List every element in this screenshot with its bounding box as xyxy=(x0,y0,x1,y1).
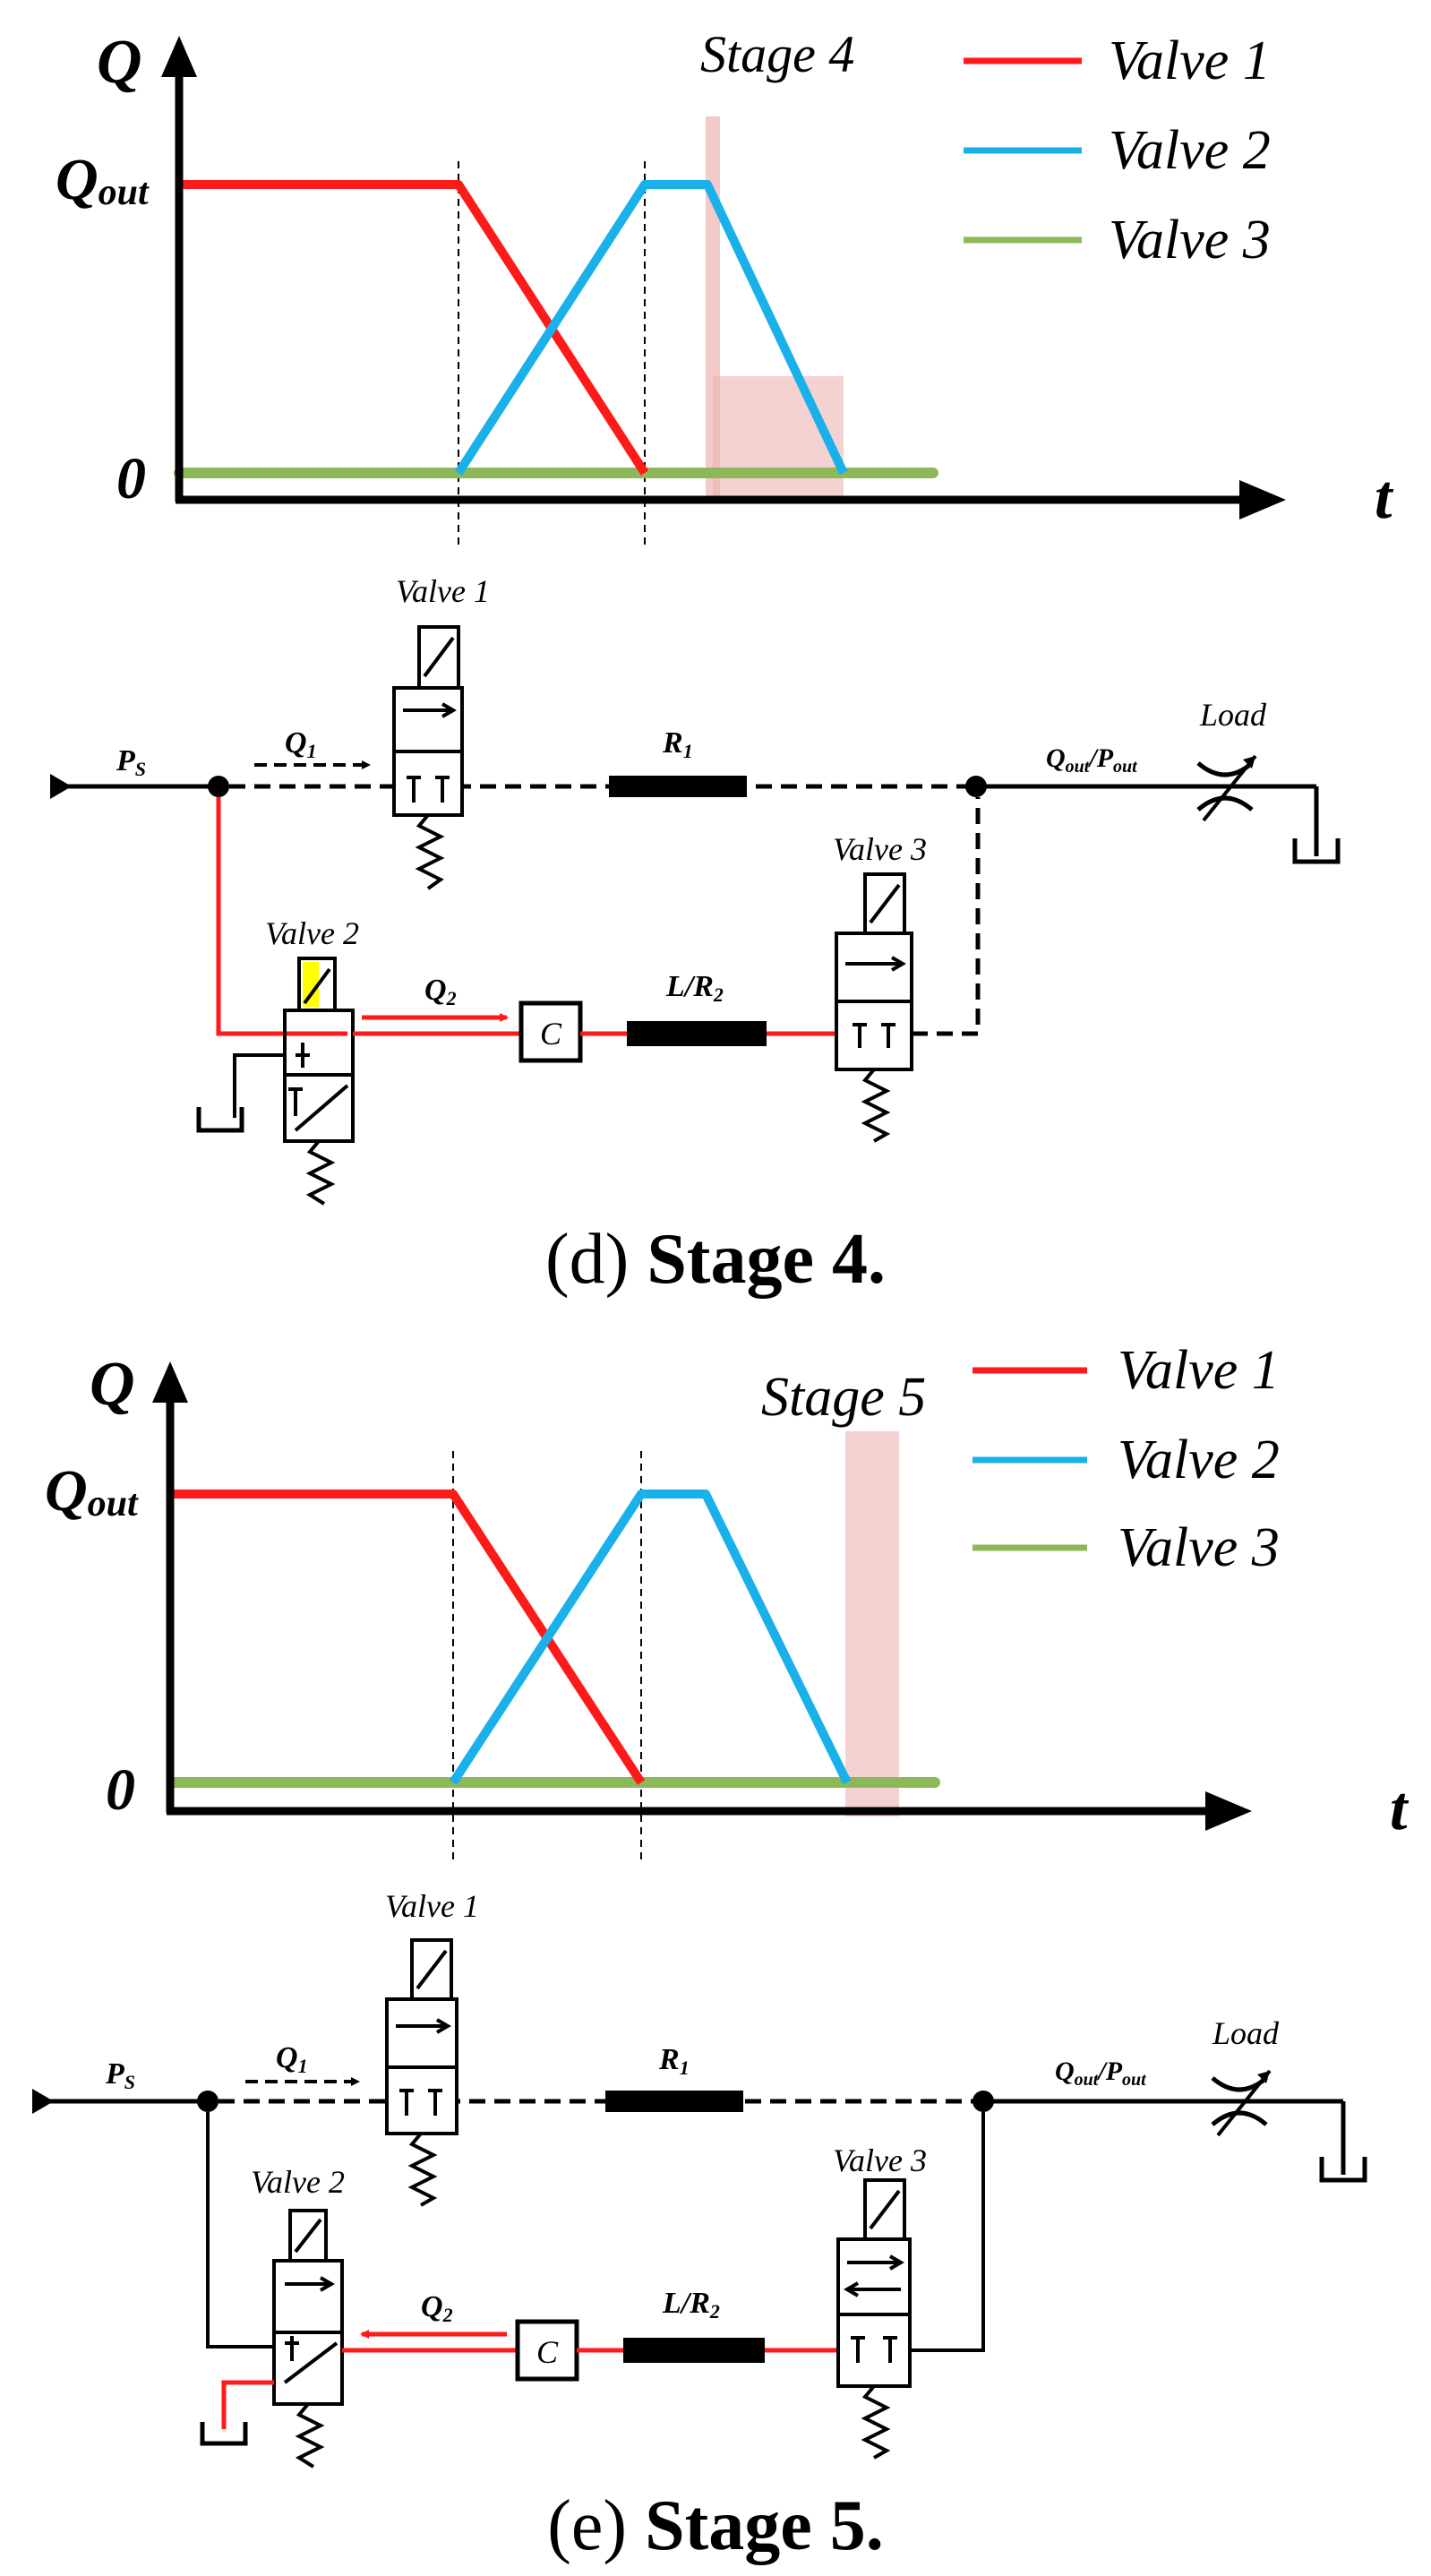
x-axis-arrowhead xyxy=(1239,480,1286,519)
q2-red-supply xyxy=(216,797,287,1036)
load-restrictor xyxy=(1211,2069,1272,2137)
resistor-r1 xyxy=(609,776,747,797)
stage-4-label: Stage 4 xyxy=(700,25,854,83)
stage5-highlight xyxy=(845,1431,899,1816)
series-valve-1 xyxy=(174,1490,646,1785)
tank-valve-2 xyxy=(200,2422,248,2446)
y-axis-label: Q xyxy=(97,28,142,97)
q2-label: Q2 xyxy=(424,974,457,1009)
inertance-lr2 xyxy=(627,1021,767,1046)
valve-3-symbol xyxy=(836,2178,912,2460)
lr2-label: L/R2 xyxy=(665,970,724,1006)
valve-1-label: Valve 1 xyxy=(385,1888,479,1924)
valve-3-label: Valve 3 xyxy=(833,831,927,867)
load-label: Load xyxy=(1212,2015,1280,2051)
valve-1-symbol xyxy=(385,1938,458,2207)
valve-2-solenoid-active xyxy=(303,962,319,1007)
valve-3-symbol xyxy=(835,872,913,1143)
q1-label: Q1 xyxy=(285,726,317,762)
y-axis-arrowhead xyxy=(161,36,197,77)
supply-junction xyxy=(197,2091,219,2112)
tank-load xyxy=(1319,2157,1367,2183)
cap-label: C xyxy=(540,1016,562,1052)
load-restrictor xyxy=(1196,754,1257,822)
valve-2-red-exhaust xyxy=(221,2380,274,2429)
panel-e-circuit: PS Q1 Valve 1 R1 Qout/Pout Load xyxy=(32,1888,1367,2469)
series-valve-1 xyxy=(179,180,649,476)
supply-branch-to-valve-2 xyxy=(206,2112,276,2348)
y-axis-label: Q xyxy=(90,1350,135,1419)
series-valve-2 xyxy=(454,180,848,476)
panel-e-chart: Q t Qout 0 Stage 5 Valve 1 Valve 2 Valve… xyxy=(45,1340,1410,1863)
output-label: Qout/Pout xyxy=(1055,2057,1147,2090)
y-tick-zero: 0 xyxy=(116,446,146,511)
cap-label: C xyxy=(536,2334,559,2370)
tank-valve-2 xyxy=(196,1107,244,1133)
valve-3-return xyxy=(910,2112,985,2352)
valve-1-symbol xyxy=(392,625,464,890)
panel-d-circuit: PS Q1 Valve 1 R1 Qout/Pout L xyxy=(50,573,1341,1206)
load-label: Load xyxy=(1199,697,1267,733)
supply-junction xyxy=(208,776,229,797)
lr2-label: L/R2 xyxy=(662,2287,720,2323)
legend: Valve 1 Valve 2 Valve 3 xyxy=(964,30,1271,270)
x-axis-arrowhead xyxy=(1205,1791,1252,1831)
valve-3-dashed-return xyxy=(912,797,981,1036)
legend-label-valve-2: Valve 2 xyxy=(1118,1430,1280,1490)
legend-label-valve-1: Valve 1 xyxy=(1118,1340,1280,1401)
valve-2-label: Valve 2 xyxy=(265,915,359,951)
supply-label: PS xyxy=(105,2057,135,2093)
y-tick-qout: Qout xyxy=(56,147,150,213)
valve-2-symbol xyxy=(283,957,355,1206)
r1-label: R1 xyxy=(658,2043,690,2079)
caption-d: (d) Stage 4. xyxy=(545,1220,886,1299)
stage4-highlight-box xyxy=(713,376,844,500)
legend-label-valve-2: Valve 2 xyxy=(1109,120,1271,181)
legend-label-valve-3: Valve 3 xyxy=(1118,1517,1280,1578)
y-tick-zero: 0 xyxy=(106,1757,135,1823)
valve-2-symbol xyxy=(272,2209,344,2469)
y-axis-arrowhead xyxy=(152,1361,188,1403)
caption-e: (e) Stage 5. xyxy=(547,2486,883,2565)
series-valve-2 xyxy=(449,1490,852,1785)
legend-label-valve-3: Valve 3 xyxy=(1109,210,1271,270)
legend-label-valve-1: Valve 1 xyxy=(1109,30,1271,91)
legend: Valve 1 Valve 2 Valve 3 xyxy=(973,1340,1280,1578)
resistor-r1 xyxy=(605,2091,743,2112)
output-label: Qout/Pout xyxy=(1046,743,1138,777)
r1-label: R1 xyxy=(662,726,693,762)
tank-load xyxy=(1292,838,1341,864)
y-tick-qout: Qout xyxy=(45,1458,139,1524)
panel-d-chart: Q t Qout 0 Stage 4 Valve 1 Valve 2 Valve… xyxy=(56,25,1394,548)
valve-3-label: Valve 3 xyxy=(833,2142,927,2178)
x-axis-label: t xyxy=(1390,1774,1410,1843)
valve-1-label: Valve 1 xyxy=(396,573,490,609)
inertance-lr2 xyxy=(623,2338,765,2363)
supply-label: PS xyxy=(116,744,146,780)
q2-label: Q2 xyxy=(421,2290,453,2326)
valve-2-label: Valve 2 xyxy=(251,2164,345,2200)
x-axis-label: t xyxy=(1375,463,1394,532)
valve-2-tank-line xyxy=(233,1053,285,1118)
stage-5-label: Stage 5 xyxy=(761,1367,926,1428)
q1-label: Q1 xyxy=(276,2041,308,2077)
